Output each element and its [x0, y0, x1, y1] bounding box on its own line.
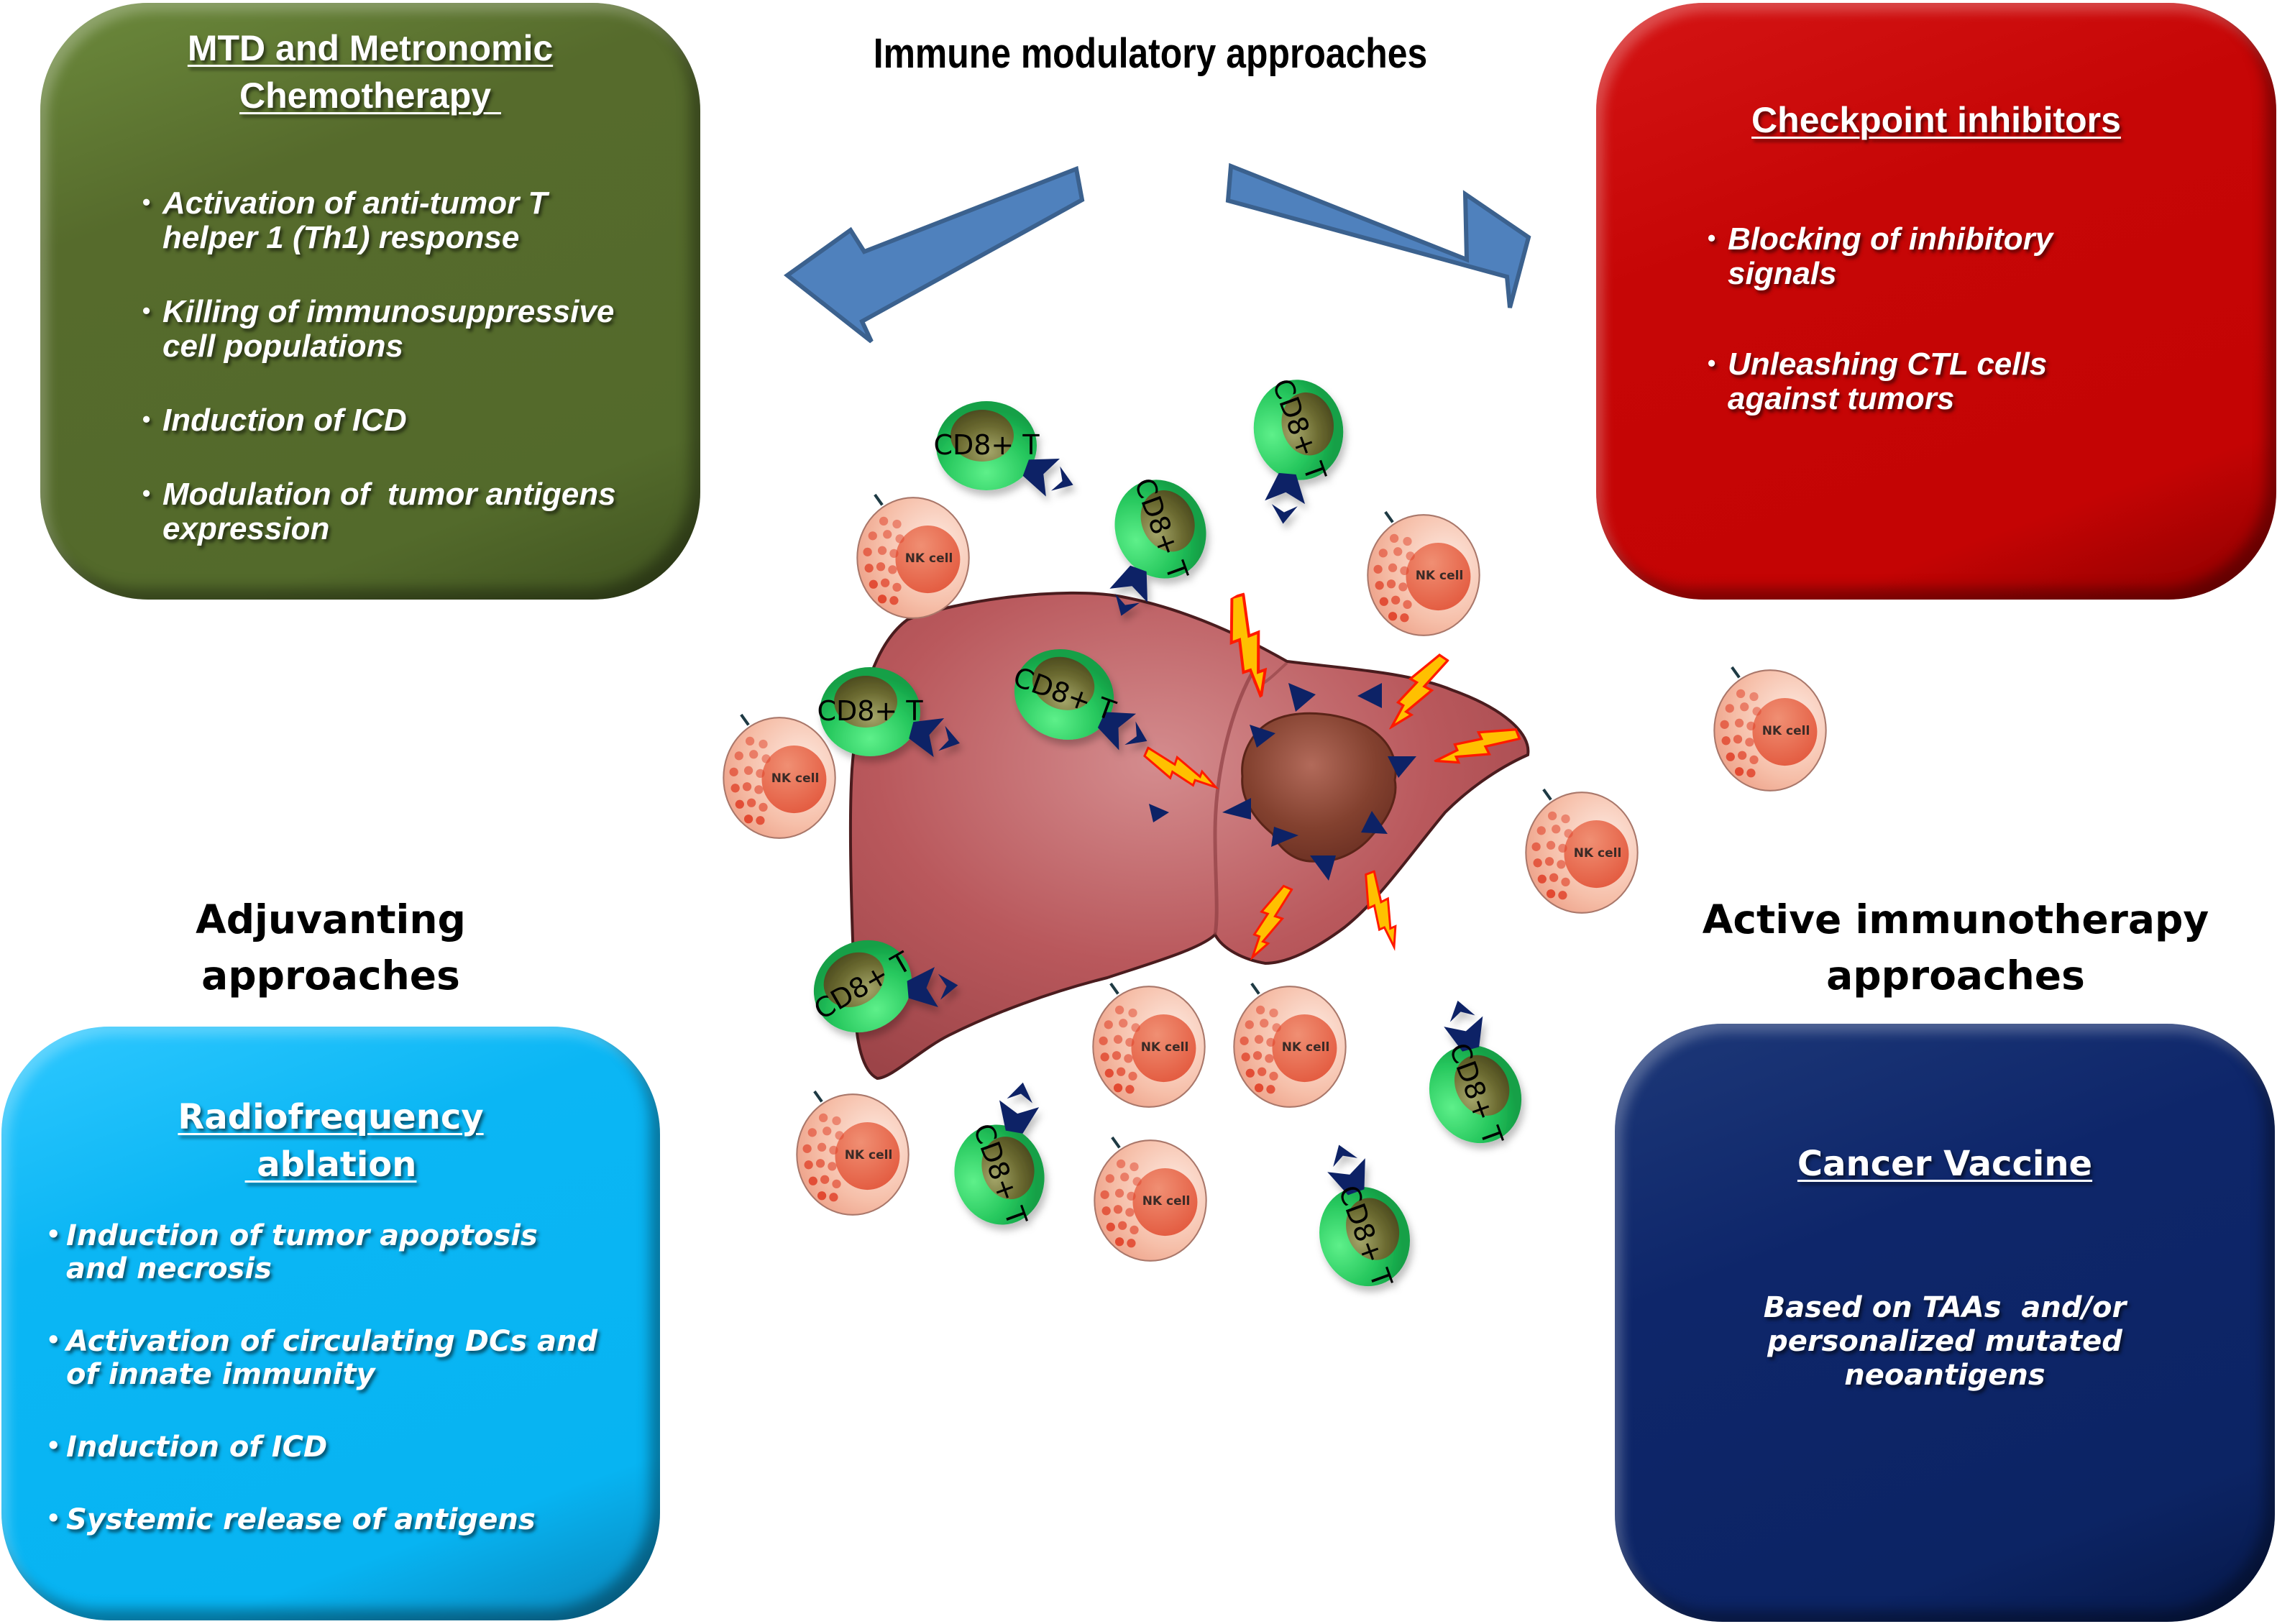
vaccine-description: Based on TAAs and/or personalized mutate…	[1658, 1291, 2232, 1393]
antibody-icon	[1022, 458, 1073, 497]
nk-cell-label: NK cell	[905, 551, 953, 566]
nk-cell-label: NK cell	[1416, 569, 1464, 583]
nk-cell: NK cell	[1367, 512, 1479, 636]
heading-adjuvanting: Adjuvanting approaches	[108, 891, 554, 1004]
cd8-t-cell: CD8+ T	[1009, 649, 1147, 751]
chemotherapy-title: MTD and Metronomic Chemotherapy	[40, 24, 700, 119]
vaccine-box: Cancer Vaccine Based on TAAs and/or pers…	[1615, 1024, 2275, 1622]
chemotherapy-title-line2: Chemotherapy	[239, 75, 501, 116]
nk-cell-label: NK cell	[1141, 1040, 1189, 1055]
radiofrequency-title: Radiofrequency ablation	[1, 1093, 660, 1188]
bullet-item: Induction of ICD	[142, 402, 689, 438]
vaccine-title: Cancer Vaccine	[1615, 1140, 2275, 1188]
vaccine-title-line1: Cancer Vaccine	[1797, 1144, 2093, 1184]
cd8-t-cell: CD8+ T	[1109, 474, 1206, 616]
nk-cell-label: NK cell	[1574, 846, 1622, 861]
nk-cell: NK cell	[1714, 667, 1825, 791]
vaccine-desc-line3: neoantigens	[1844, 1359, 2045, 1392]
checkpoint-box: Checkpoint inhibitors Blocking of inhibi…	[1596, 3, 2276, 600]
checkpoint-title: Checkpoint inhibitors	[1596, 96, 2276, 144]
cd8-t-cell: CD8+ T	[1253, 375, 1344, 524]
nk-cell: NK cell	[1234, 983, 1345, 1107]
antibody-markers	[1149, 683, 1416, 881]
nk-cell-label: NK cell	[845, 1148, 893, 1162]
arrow-down-right-icon	[1225, 162, 1531, 308]
heading-active-immunotherapy: Active immunotherapy approaches	[1632, 891, 2277, 1004]
nk-cell-label: NK cell	[1282, 1040, 1330, 1055]
chemotherapy-title-line1: MTD and Metronomic	[187, 28, 554, 68]
antibody-icon	[1327, 1144, 1365, 1196]
nk-cell: NK cell	[723, 715, 835, 838]
antibody-icon	[1109, 565, 1148, 616]
radiofrequency-box: Radiofrequency ablation Induction of tum…	[1, 1027, 660, 1620]
cd8-t-cell: CD8+ T	[1319, 1144, 1410, 1292]
heading-adjuvanting-line1: Adjuvanting	[196, 896, 466, 942]
nk-cell: NK cell	[1094, 1137, 1206, 1261]
antibody-icon	[1444, 1000, 1483, 1052]
cd8-t-cell: CD8+ T	[933, 401, 1073, 497]
cd8-t-cell: CD8+ T	[954, 1082, 1045, 1230]
cd8-t-cell-label: CD8+ T	[933, 429, 1040, 461]
nk-cell-label: NK cell	[771, 771, 820, 786]
radiofrequency-title-line2: ablation	[244, 1144, 417, 1185]
nk-cells: NK cell NK cell NK cell NK cell NK cell NK ce…	[723, 495, 1825, 1261]
heading-active-line1: Active immunotherapy	[1702, 896, 2209, 942]
cd8-t-cell: CD8+ T	[1429, 1000, 1522, 1150]
radiofrequency-title-line1: Radiofrequency	[178, 1097, 484, 1137]
cd8-t-cell: CD8+ T	[809, 940, 958, 1033]
antibody-icon	[999, 1082, 1040, 1134]
antibody-icon	[907, 967, 958, 1007]
nk-cell: NK cell	[857, 495, 968, 618]
vaccine-desc-line2: personalized mutated	[1767, 1325, 2122, 1358]
cd8-t-cell-label: CD8+ T	[817, 695, 923, 727]
nk-cell: NK cell	[1093, 983, 1204, 1107]
antibody-icon	[1265, 472, 1306, 524]
heading-active-line2: approaches	[1826, 953, 2085, 999]
antibody-icon	[1097, 712, 1147, 751]
vaccine-desc-line1: Based on TAAs and/or	[1763, 1291, 2127, 1324]
heading-immune-modulatory: Immune modulatory approaches	[873, 30, 1428, 77]
tumor	[1241, 712, 1397, 863]
nk-cell-label: NK cell	[1762, 724, 1810, 738]
bullet-item: Induction of ICD	[46, 1429, 636, 1464]
nk-cell: NK cell	[1526, 789, 1637, 913]
bullet-item: Systemic release of antigens	[46, 1502, 636, 1536]
nk-cell: NK cell	[797, 1091, 908, 1215]
antibody-icon	[909, 718, 960, 758]
checkpoint-title-line1: Checkpoint inhibitors	[1751, 100, 2121, 140]
cd8-t-cell: CD8+ T	[817, 667, 960, 758]
heading-adjuvanting-line2: approaches	[201, 953, 460, 999]
chemotherapy-box: MTD and Metronomic Chemotherapy Activati…	[40, 3, 700, 600]
arrow-down-left-icon	[784, 165, 1085, 344]
nk-cell-label: NK cell	[1142, 1194, 1191, 1208]
